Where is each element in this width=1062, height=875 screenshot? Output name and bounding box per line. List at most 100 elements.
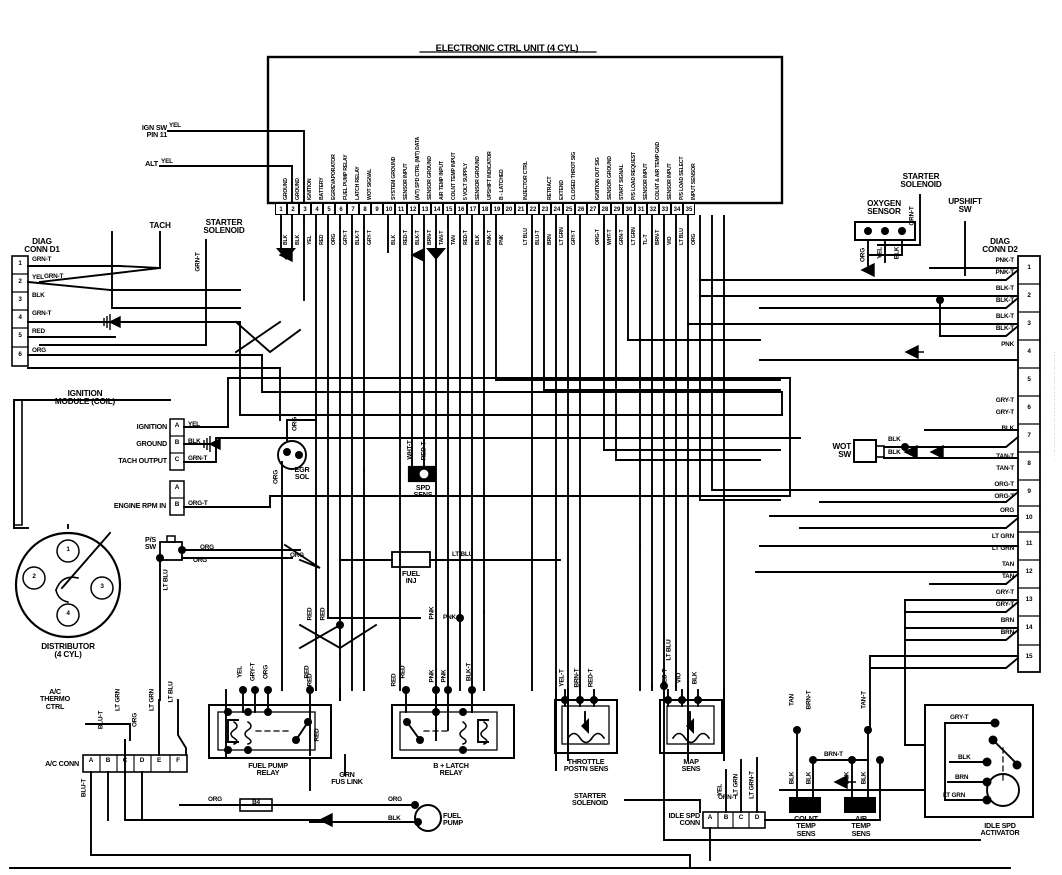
d2-pin-2-wire-bottom: BLK-T — [995, 297, 1014, 304]
d2-pin-4[interactable]: 4 — [1027, 348, 1031, 355]
ecu-pin-19-number[interactable]: 19 — [491, 203, 503, 215]
ecu-pin-11-number[interactable]: 11 — [395, 203, 407, 215]
d2-pin-6[interactable]: 6 — [1027, 404, 1031, 411]
idle-spd-conn-terminal-C[interactable]: C — [738, 814, 744, 821]
d2-pin-3[interactable]: 3 — [1027, 320, 1031, 327]
ecu-pin-34-number[interactable]: 34 — [671, 203, 683, 215]
d2-pin-1[interactable]: 1 — [1027, 264, 1031, 271]
d2-pin-14-wire-top: BRN — [1000, 617, 1014, 624]
d2-pin-9[interactable]: 9 — [1027, 488, 1031, 495]
ecu-pin-23-number[interactable]: 23 — [539, 203, 551, 215]
d1-pin-4-wire: GRN-T — [32, 310, 52, 317]
ecu-pin-33-wire: VIO — [666, 236, 673, 245]
ecu-pin-6-number[interactable]: 6 — [335, 203, 347, 215]
d2-pin-12[interactable]: 12 — [1025, 568, 1033, 575]
ecu-pin-22-number[interactable]: 22 — [527, 203, 539, 215]
ecu-pin-1-function: GROUND — [282, 178, 289, 200]
ecu-pin-17-number[interactable]: 17 — [467, 203, 479, 215]
ecu-pin-25-number[interactable]: 25 — [563, 203, 575, 215]
ecu-pin-2-number[interactable]: 2 — [287, 203, 299, 215]
ecu-pin-9-number[interactable]: 9 — [371, 203, 383, 215]
engine-rpm-terminal-A[interactable]: A — [174, 484, 180, 491]
diag-conn-d2-title: DIAG CONN D2 — [982, 237, 1018, 255]
d2-pin-8[interactable]: 8 — [1027, 460, 1031, 467]
d2-pin-6-wire-top: GRY-T — [995, 397, 1015, 404]
ecu-pin-3-number[interactable]: 3 — [299, 203, 311, 215]
d2-pin-2[interactable]: 2 — [1027, 292, 1031, 299]
d2-pin-8-wire-bottom: TAN-T — [996, 465, 1014, 472]
ecu-pin-33-number[interactable]: 33 — [659, 203, 671, 215]
ecu-pin-8-number[interactable]: 8 — [359, 203, 371, 215]
ecu-pin-16-wire: RED-T — [462, 230, 469, 245]
ecu-pin-12-function: (A/T) SPD CTRL (M/T) DATA — [414, 136, 421, 200]
ignition-module-terminal-B[interactable]: B — [174, 439, 180, 446]
grn-fus-link-label: GRN FUS LINK — [331, 770, 363, 787]
colnt-wire-blk1: BLK — [788, 771, 796, 785]
ecu-pin-19-wire: PNK — [498, 234, 505, 245]
ecu-pin-4-function: BATTERY — [318, 177, 325, 200]
d2-pin-11[interactable]: 11 — [1025, 540, 1033, 547]
distributor-cyl-3: 3 — [100, 583, 104, 590]
ecu-pin-16-number[interactable]: 16 — [455, 203, 467, 215]
ecu-pin-32-number[interactable]: 32 — [647, 203, 659, 215]
engine-rpm-terminal-B[interactable]: B — [174, 501, 180, 508]
ecu-pin-14-number[interactable]: 14 — [431, 203, 443, 215]
ecu-pin-21-number[interactable]: 21 — [515, 203, 527, 215]
ignition-module-C-wire: GRN-T — [188, 455, 208, 462]
ecu-pin-26-number[interactable]: 26 — [575, 203, 587, 215]
ignition-module-terminal-A[interactable]: A — [174, 422, 180, 429]
d2-pin-3-wire-bottom: BLK-T — [995, 325, 1014, 332]
map-sens-label: MAP SENS — [681, 757, 701, 774]
d2-pin-7[interactable]: 7 — [1027, 432, 1031, 439]
ac-conn-terminal-B[interactable]: B — [105, 757, 111, 764]
ecu-pin-15-function: COLNT TEMP INPUT — [450, 152, 457, 200]
d1-pin-5[interactable]: 5 — [18, 332, 22, 339]
ecu-pin-7-number[interactable]: 7 — [347, 203, 359, 215]
ecu-pin-18-number[interactable]: 18 — [479, 203, 491, 215]
ac-conn-terminal-F[interactable]: F — [176, 757, 180, 764]
ecu-pin-1-number[interactable]: 1 — [275, 203, 287, 215]
idle-spd-conn-terminal-D[interactable]: D — [754, 814, 760, 821]
d2-pin-13[interactable]: 13 — [1025, 596, 1033, 603]
ecu-pin-27-number[interactable]: 27 — [587, 203, 599, 215]
brn-t-bus-label: BRN-T — [824, 751, 843, 758]
d2-pin-5[interactable]: 5 — [1027, 376, 1031, 383]
ignition-module-terminal-C[interactable]: C — [174, 456, 180, 463]
ecu-pin-25-function: CLOSED THROT SIG — [570, 151, 577, 200]
ecu-pin-3-wire: YEL — [306, 235, 313, 246]
ecu-pin-12-number[interactable]: 12 — [407, 203, 419, 215]
ecu-pin-24-number[interactable]: 24 — [551, 203, 563, 215]
ecu-pin-10-number[interactable]: 10 — [383, 203, 395, 215]
idle-spd-conn-terminal-A[interactable]: A — [707, 814, 713, 821]
ecu-pin-29-number[interactable]: 29 — [611, 203, 623, 215]
ecu-pin-31-number[interactable]: 31 — [635, 203, 647, 215]
ac-conn-terminal-D[interactable]: D — [139, 757, 145, 764]
ecu-pin-15-number[interactable]: 15 — [443, 203, 455, 215]
ac-conn-terminal-A[interactable]: A — [88, 757, 94, 764]
ecu-pin-4-number[interactable]: 4 — [311, 203, 323, 215]
d1-pin-3[interactable]: 3 — [18, 296, 22, 303]
fuel-inj-label: FUEL INJ — [402, 569, 420, 586]
d1-pin-6[interactable]: 6 — [18, 351, 22, 358]
alt-wire-label: YEL — [161, 158, 173, 165]
fuel-pump-relay-wire-1: YEL — [236, 666, 244, 678]
ecu-pin-20-number[interactable]: 20 — [503, 203, 515, 215]
d2-pin-10[interactable]: 10 — [1025, 514, 1033, 521]
egr-org-label: ORG — [290, 552, 304, 559]
d1-pin-4[interactable]: 4 — [18, 314, 22, 321]
ecu-pin-5-number[interactable]: 5 — [323, 203, 335, 215]
ecu-pin-28-number[interactable]: 28 — [599, 203, 611, 215]
d2-pin-15[interactable]: 15 — [1025, 653, 1033, 660]
throttle-postn-sens-label: THROTTLE POSTN SENS — [563, 757, 609, 774]
d1-pin-1[interactable]: 1 — [18, 260, 22, 267]
ac-conn-wire-2: LT GRN — [114, 688, 122, 712]
d2-pin-14[interactable]: 14 — [1025, 624, 1033, 631]
ecu-pin-2-function: GROUND — [294, 178, 301, 200]
ecu-pin-30-number[interactable]: 30 — [623, 203, 635, 215]
ecu-pin-13-number[interactable]: 13 — [419, 203, 431, 215]
d1-pin-2[interactable]: 2 — [18, 278, 22, 285]
ecu-pin-35-number[interactable]: 35 — [683, 203, 695, 215]
ac-conn-terminal-C[interactable]: C — [122, 757, 128, 764]
idle-spd-conn-terminal-B[interactable]: B — [723, 814, 729, 821]
ac-conn-terminal-E[interactable]: E — [156, 757, 162, 764]
